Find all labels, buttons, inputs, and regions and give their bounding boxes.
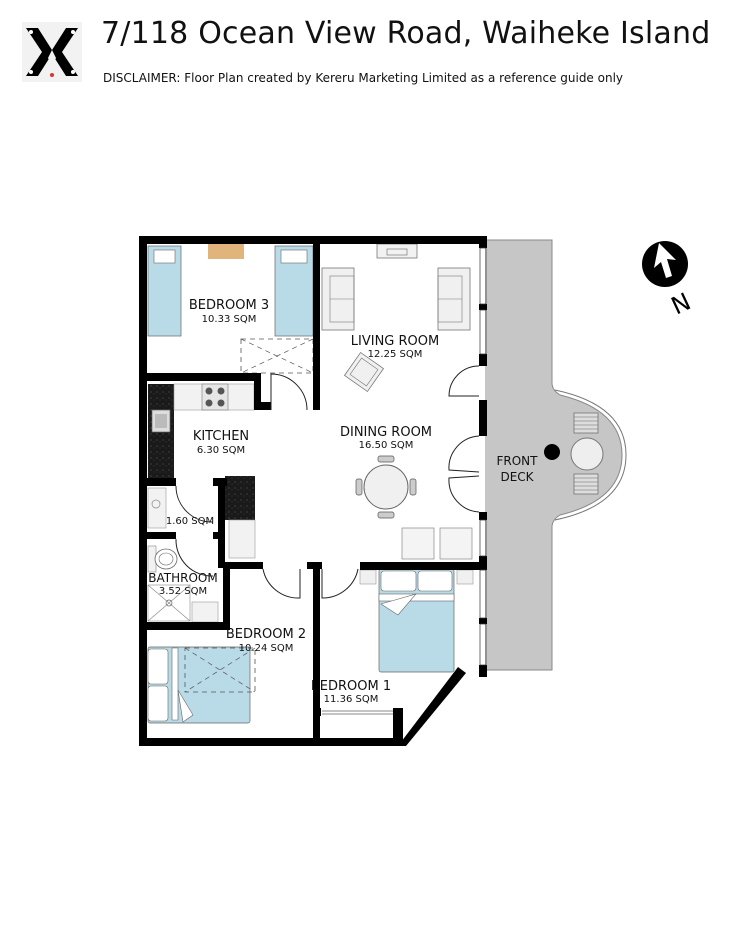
bedroom-3-furniture: BEDROOM 3 10.33 SQM — [147, 244, 314, 374]
bedside-table — [208, 244, 244, 259]
wardrobe — [240, 338, 314, 374]
door-bedroom-1[interactable] — [321, 568, 359, 599]
room-area-kitchen: 6.30 SQM — [197, 445, 245, 456]
laundry-fixtures: 1.60 SQM — [147, 487, 214, 529]
room-label-living-room: LIVING ROOM — [351, 334, 439, 349]
room-area-bathroom: 3.52 SQM — [159, 586, 207, 597]
room-label-bedroom-1: BEDROOM 1 — [311, 679, 391, 694]
deck-stair-bottom — [573, 473, 599, 495]
walls — [139, 236, 487, 746]
armchair-right — [439, 527, 473, 560]
kitchen-fixtures: KITCHEN 6.30 SQM — [148, 383, 256, 559]
room-label-dining-room: DINING ROOM — [340, 425, 432, 440]
dining-furniture: DINING ROOM 16.50 SQM — [340, 425, 473, 560]
living-room-furniture: LIVING ROOM 12.25 SQM — [321, 243, 471, 393]
room-area-living-room: 12.25 SQM — [368, 349, 423, 360]
room-label-kitchen: KITCHEN — [193, 429, 249, 444]
page-title: 7/118 Ocean View Road, Waiheke Island — [101, 16, 711, 51]
dining-table — [363, 464, 409, 510]
room-label-front-deck-2: DECK — [500, 470, 534, 484]
room-area-bedroom-1: 11.36 SQM — [324, 694, 379, 705]
room-label-front-deck-1: FRONT — [497, 454, 539, 468]
deck-stair-top — [573, 412, 599, 434]
armchair-left — [401, 527, 435, 560]
deck-table — [570, 437, 604, 471]
door-bedroom-2[interactable] — [262, 568, 301, 599]
kitchen-counter-left — [148, 384, 174, 482]
room-label-bedroom-3: BEDROOM 3 — [189, 298, 269, 313]
door-dining-deck-2[interactable] — [448, 475, 480, 513]
toilet — [154, 548, 178, 570]
monogram-logo-icon — [22, 22, 82, 82]
doors — [175, 365, 480, 599]
windows — [479, 247, 487, 666]
door-laundry[interactable] — [175, 485, 214, 523]
room-area-dining-room: 16.50 SQM — [359, 440, 414, 451]
bedroom-1-furniture: BEDROOM 1 11.36 SQM — [311, 568, 474, 715]
room-area-bedroom-3: 10.33 SQM — [202, 314, 257, 325]
deck-post — [544, 444, 560, 460]
cooktop — [201, 383, 229, 411]
disclaimer-text: DISCLAIMER: Floor Plan created by Kereru… — [103, 71, 624, 85]
compass-label: N — [667, 288, 695, 321]
room-area-laundry: 1.60 SQM — [166, 516, 214, 527]
front-deck: FRONT DECK — [482, 239, 627, 671]
bedroom-2-furniture: BEDROOM 2 10.24 SQM — [147, 627, 306, 724]
door-bathroom[interactable] — [175, 538, 214, 577]
door-dining-deck-1[interactable] — [448, 435, 480, 473]
room-area-bedroom-2: 10.24 SQM — [239, 643, 294, 654]
north-arrow-icon: N — [642, 241, 695, 320]
shower — [147, 584, 191, 622]
kitchen-counter-right — [225, 476, 255, 520]
armchair — [343, 351, 385, 393]
logo — [22, 22, 82, 82]
door-bedroom-3[interactable] — [270, 373, 308, 411]
room-label-bathroom: BATHROOM — [148, 571, 217, 585]
door-living-deck[interactable] — [448, 365, 480, 397]
room-label-bedroom-2: BEDROOM 2 — [226, 627, 306, 642]
bathroom-fixtures: BATHROOM 3.52 SQM — [147, 545, 219, 623]
tv-unit — [376, 243, 418, 259]
